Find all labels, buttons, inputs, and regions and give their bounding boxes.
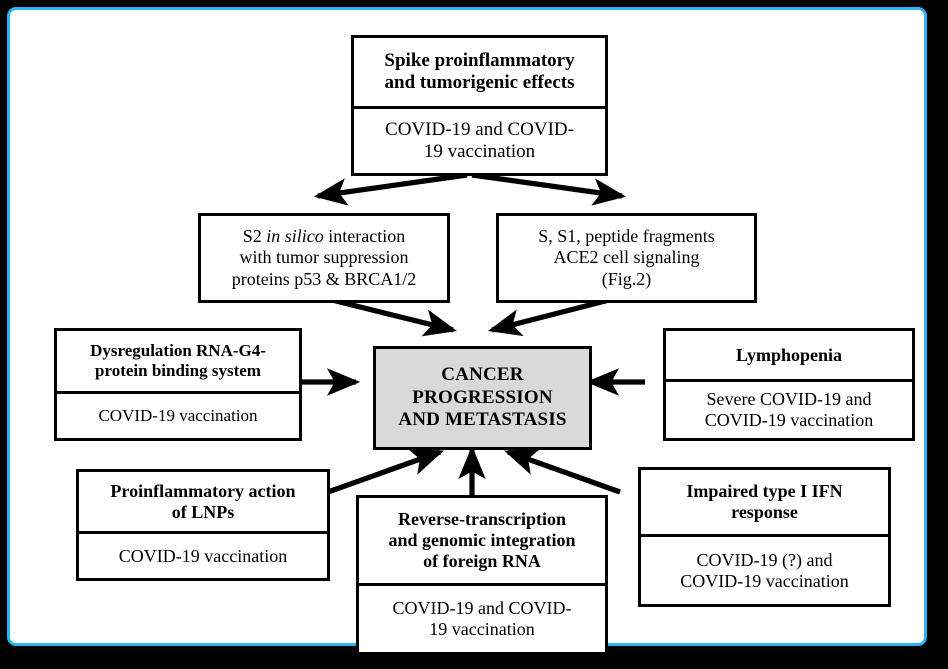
- node-lymphopenia-subtitle: Severe COVID-19 and COVID-19 vaccination: [666, 379, 912, 438]
- node-spike-effects[interactable]: Spike proinflammatory and tumorigenic ef…: [351, 35, 608, 176]
- node-s2-text: S2 in silico interaction with tumor supp…: [231, 226, 417, 289]
- edge-ace2-to-center: [487, 296, 614, 337]
- node-lnp-subtitle: COVID-19 vaccination: [79, 531, 327, 578]
- node-lymphopenia[interactable]: Lymphopenia Severe COVID-19 and COVID-19…: [663, 328, 915, 441]
- edge-spike-to-ace2: [471, 172, 627, 206]
- edge-s2-to-center: [327, 296, 458, 337]
- node-ace2-cell-signaling[interactable]: S, S1, peptide fragments ACE2 cell signa…: [496, 213, 757, 303]
- node-impaired-type-i-ifn-response[interactable]: Impaired type I IFN response COVID-19 (?…: [638, 467, 891, 607]
- node-rna-g4-dysregulation[interactable]: Dysregulation RNA-G4- protein binding sy…: [54, 328, 302, 441]
- node-reverse-transcription[interactable]: Reverse-transcription and genomic integr…: [356, 495, 608, 655]
- node-reverse-transcription-subtitle: COVID-19 and COVID- 19 vaccination: [359, 583, 605, 652]
- node-ace2-text: S, S1, peptide fragments ACE2 cell signa…: [538, 226, 715, 289]
- node-rna-g4-title: Dysregulation RNA-G4- protein binding sy…: [90, 341, 266, 380]
- node-rna-g4-subtitle: COVID-19 vaccination: [57, 391, 299, 438]
- node-ifn-title: Impaired type I IFN response: [686, 481, 843, 522]
- node-lnp-proinflammatory-action[interactable]: Proinflammatory action of LNPs COVID-19 …: [76, 469, 330, 581]
- node-s2-in-silico-interaction[interactable]: S2 in silico interaction with tumor supp…: [198, 213, 450, 303]
- edge-ifn-to-center: [504, 448, 621, 495]
- node-lnp-title: Proinflammatory action of LNPs: [110, 480, 296, 522]
- node-spike-subtitle: COVID-19 and COVID- 19 vaccination: [354, 106, 605, 173]
- node-ifn-subtitle: COVID-19 (?) and COVID-19 vaccination: [641, 534, 888, 604]
- edge-spike-to-s2: [313, 172, 468, 206]
- node-lymphopenia-title: Lymphopenia: [735, 344, 843, 365]
- figure-canvas: Spike proinflammatory and tumorigenic ef…: [7, 7, 927, 655]
- node-cancer-progression-metastasis[interactable]: CANCER PROGRESSION AND METASTASIS: [373, 346, 592, 450]
- node-reverse-transcription-title: Reverse-transcription and genomic integr…: [388, 509, 576, 571]
- edge-lnp-to-center: [327, 448, 444, 495]
- node-center-text: CANCER PROGRESSION AND METASTASIS: [398, 364, 567, 431]
- node-spike-title: Spike proinflammatory and tumorigenic ef…: [384, 49, 575, 93]
